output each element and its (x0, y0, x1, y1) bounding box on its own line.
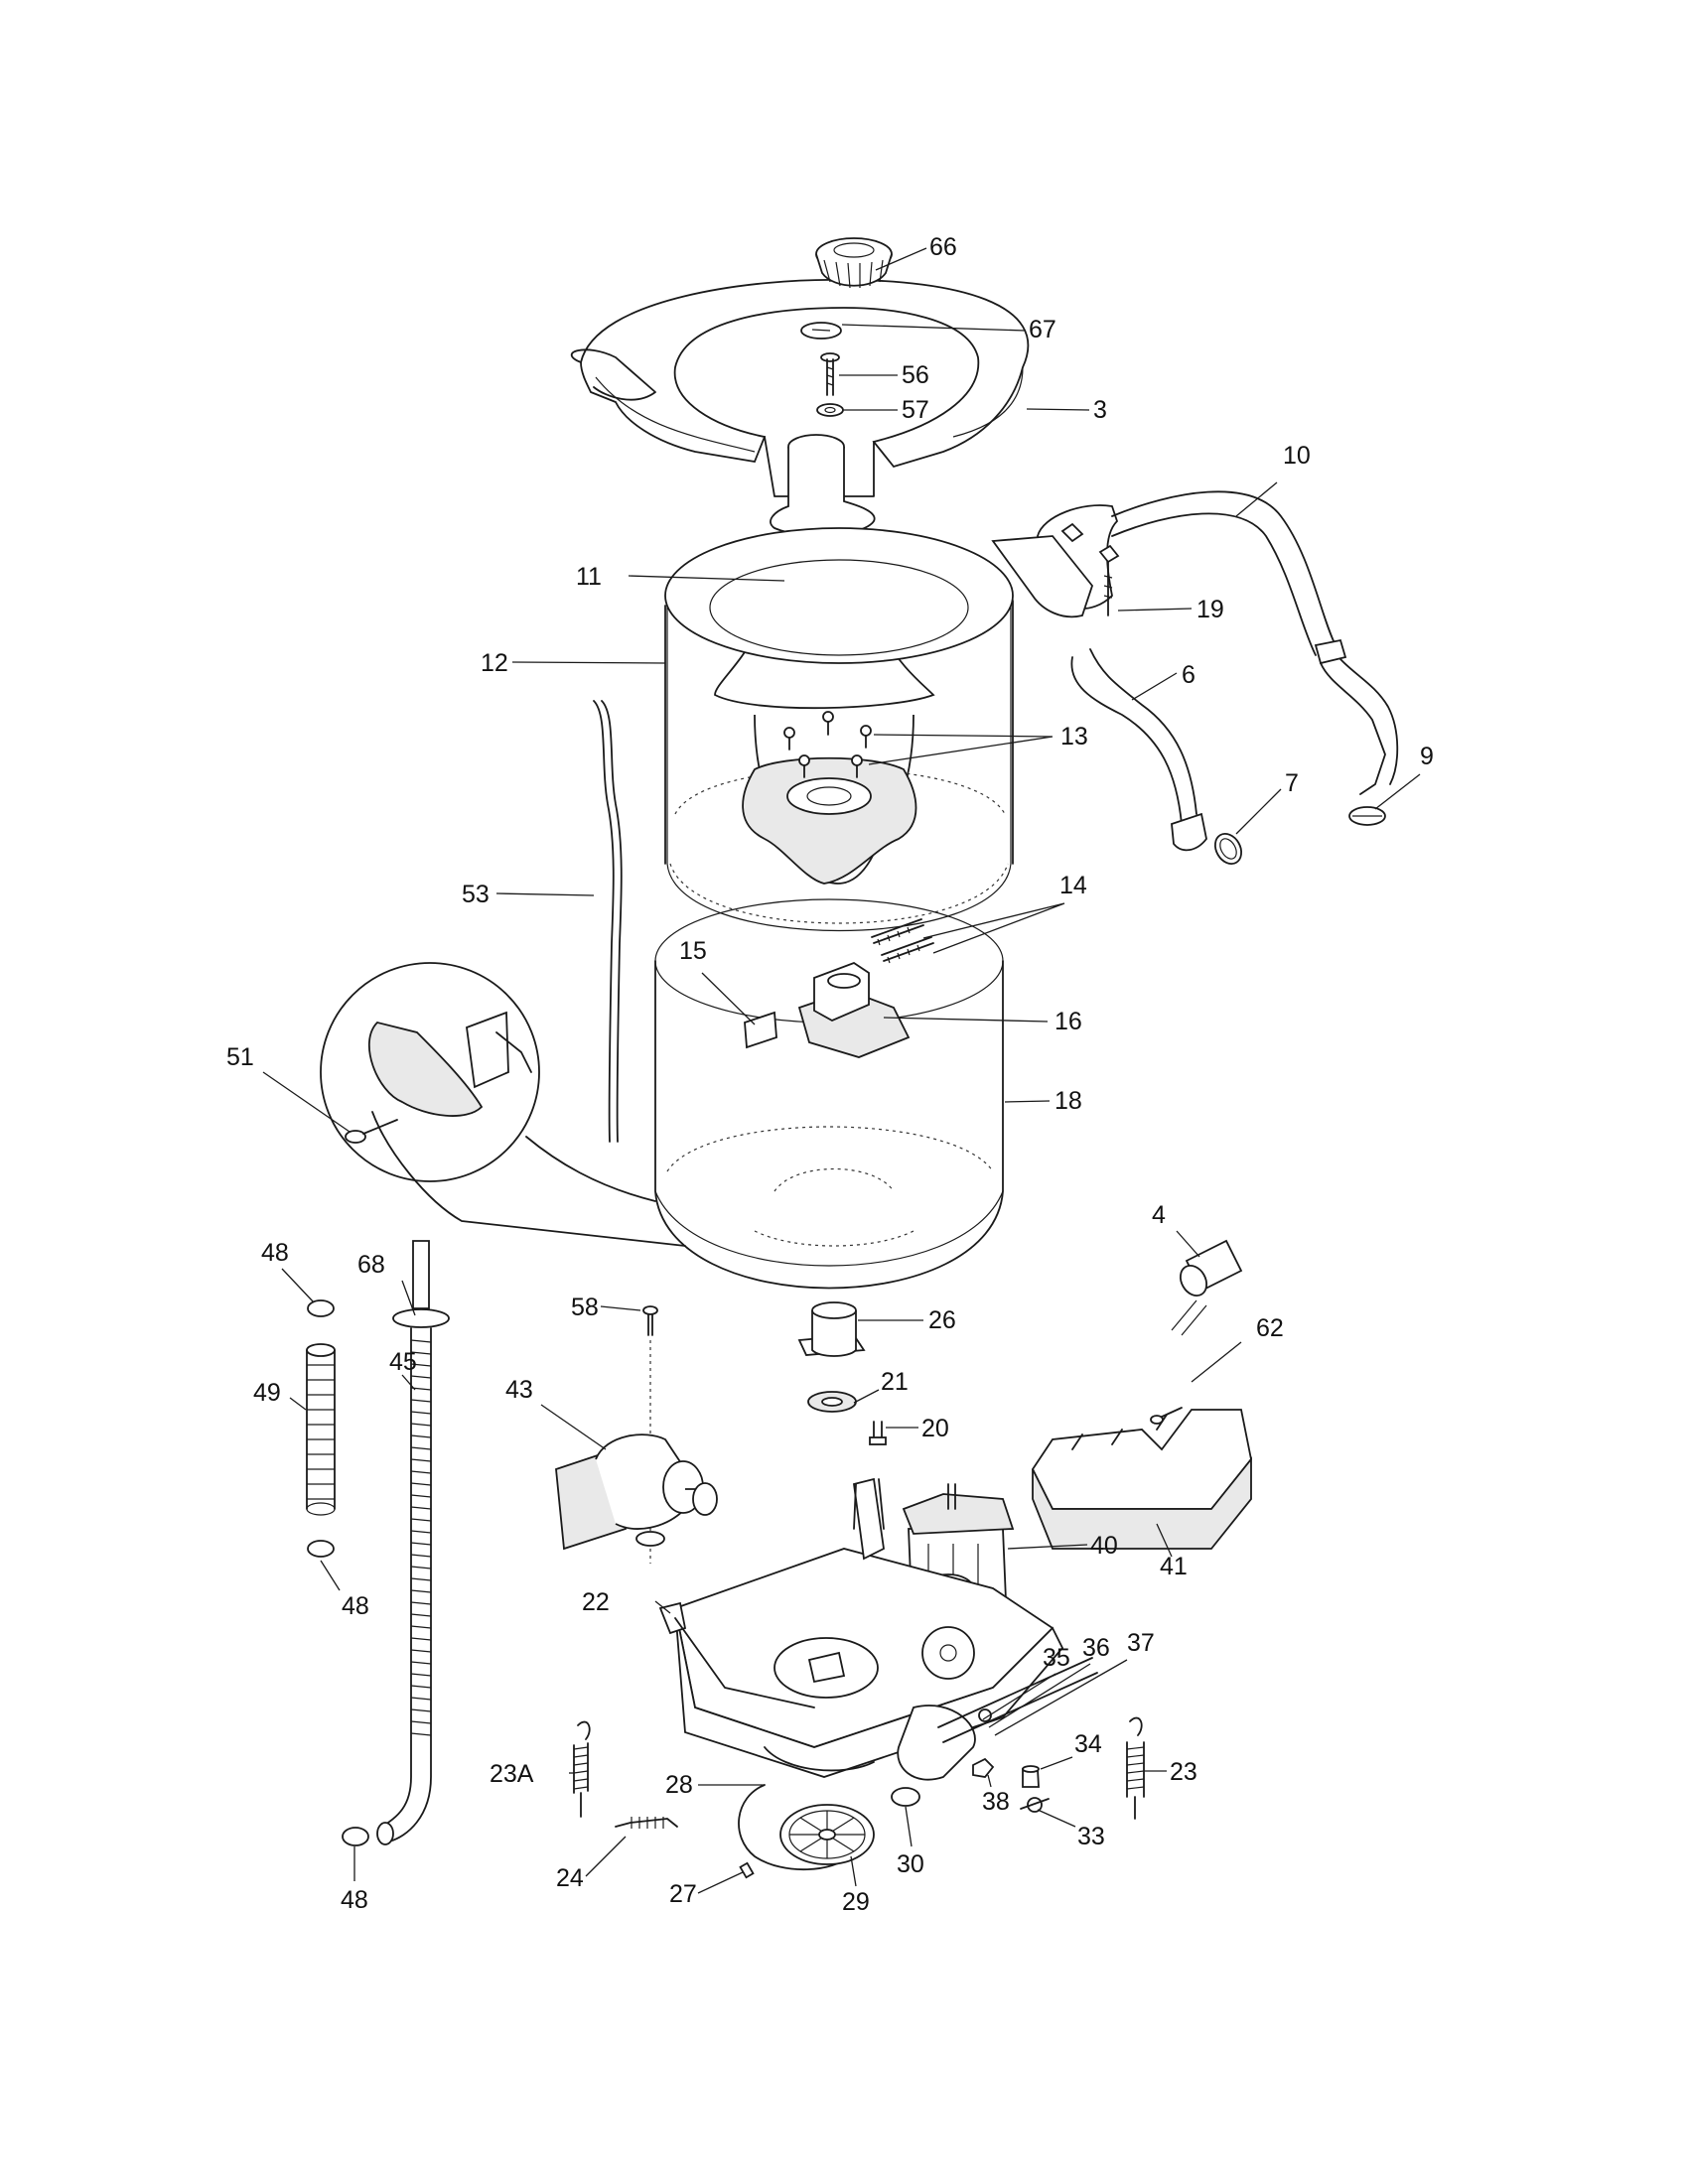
seal-washer (807, 1391, 857, 1413)
callout-58: 58 (571, 1294, 599, 1321)
callout-40: 40 (1090, 1532, 1118, 1560)
callout-labels: 66 67 56 57 3 10 11 19 12 6 13 9 7 53 14… (226, 233, 1434, 1916)
hose-clamp (1348, 806, 1386, 826)
callout-41: 41 (1160, 1553, 1188, 1580)
hub-and-bolts (742, 711, 917, 885)
callout-48-middle: 48 (342, 1592, 369, 1620)
callout-67: 67 (1029, 316, 1056, 343)
callout-53: 53 (462, 881, 490, 908)
transmission-base (658, 1477, 1064, 1778)
callout-22: 22 (582, 1588, 610, 1616)
callout-10: 10 (1283, 442, 1311, 470)
inlet-hose-assembly (991, 490, 1399, 795)
clip-bottom (342, 1827, 369, 1846)
callout-3: 3 (1093, 396, 1107, 424)
callout-62: 62 (1256, 1314, 1284, 1342)
callout-43: 43 (505, 1376, 533, 1404)
callout-20: 20 (921, 1415, 949, 1442)
callout-23: 23 (1170, 1758, 1197, 1786)
fill-tube (1179, 1239, 1243, 1297)
callout-36: 36 (1082, 1634, 1110, 1662)
callout-28: 28 (665, 1771, 693, 1799)
leader-lines (262, 247, 1421, 1894)
bearing-housing (797, 1301, 866, 1357)
callout-37: 37 (1127, 1629, 1155, 1657)
callout-34: 34 (1074, 1730, 1102, 1758)
callout-49: 49 (253, 1379, 281, 1407)
callout-9: 9 (1420, 743, 1434, 770)
callout-13: 13 (1060, 723, 1088, 751)
bolt (820, 352, 840, 396)
callout-27: 27 (669, 1880, 697, 1908)
outer-tub (654, 898, 1004, 1290)
brake-cam (891, 1787, 920, 1807)
spring-23 (1126, 1716, 1145, 1820)
drive-pulley (779, 1804, 875, 1865)
callout-14: 14 (1059, 872, 1087, 899)
drive-belt (738, 1784, 850, 1871)
callout-26: 26 (928, 1306, 956, 1334)
torsion-spring (1020, 1797, 1050, 1813)
detail-magnifier (320, 962, 686, 1247)
callout-16: 16 (1055, 1008, 1082, 1035)
callout-66: 66 (929, 233, 957, 261)
callout-51: 51 (226, 1043, 254, 1071)
drain-hose-segment (1070, 648, 1207, 852)
callout-48-bottom: 48 (341, 1886, 368, 1914)
spring-24 (615, 1817, 678, 1829)
callout-21: 21 (881, 1368, 909, 1396)
callout-12: 12 (481, 649, 508, 677)
callout-7: 7 (1285, 769, 1299, 797)
callout-68: 68 (357, 1251, 385, 1279)
callout-35: 35 (1043, 1644, 1070, 1672)
callout-24: 24 (556, 1864, 584, 1892)
agitator-cap-knob (815, 237, 893, 289)
spring-23a (573, 1720, 591, 1818)
bearing-assembly (744, 918, 934, 1058)
callout-56: 56 (902, 361, 929, 389)
brake-arm (897, 1657, 1098, 1781)
callout-29: 29 (842, 1888, 870, 1916)
callout-6: 6 (1182, 661, 1196, 689)
callout-19: 19 (1196, 596, 1224, 623)
callout-4: 4 (1152, 1201, 1166, 1229)
callout-38: 38 (982, 1788, 1010, 1816)
callout-45: 45 (389, 1348, 417, 1376)
nut (972, 1757, 995, 1778)
callout-48-top: 48 (261, 1239, 289, 1267)
key (739, 1861, 755, 1879)
clip-top (307, 1299, 335, 1317)
callout-15: 15 (679, 937, 707, 965)
drain-hose-long (376, 1240, 450, 1845)
washer (816, 403, 844, 417)
callout-30: 30 (897, 1850, 924, 1878)
spring-pin (1022, 1765, 1040, 1788)
small-screw (869, 1421, 887, 1445)
cap-insert (800, 322, 842, 340)
drain-pump (555, 1433, 718, 1551)
pressure-tube (593, 700, 623, 1143)
shroud (1031, 1299, 1252, 1550)
hose-ring (1213, 833, 1243, 865)
callout-33: 33 (1077, 1823, 1105, 1850)
callout-57: 57 (902, 396, 929, 424)
callout-18: 18 (1055, 1087, 1082, 1115)
callout-11: 11 (576, 563, 602, 591)
callout-23a: 23A (490, 1760, 534, 1788)
bellows-hose (306, 1343, 336, 1516)
clip-middle (307, 1540, 335, 1558)
